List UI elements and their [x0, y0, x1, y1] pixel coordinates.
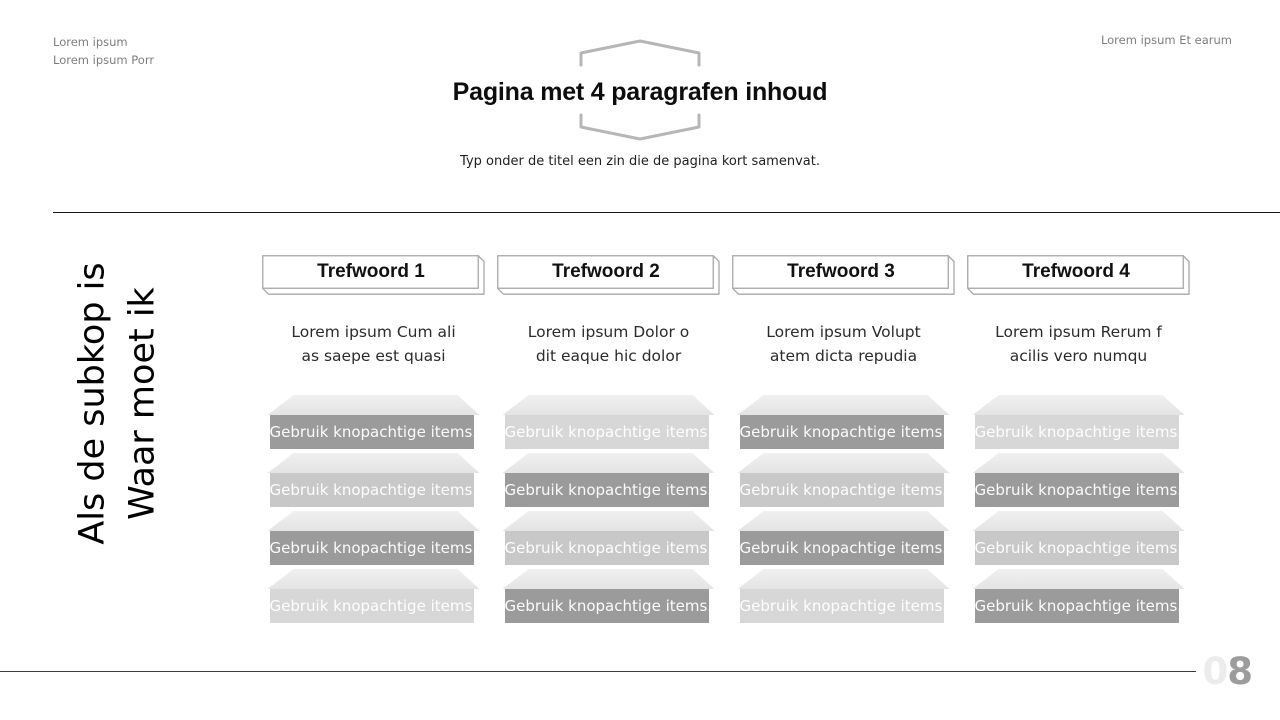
item-top-face — [502, 569, 715, 589]
item-button[interactable]: Gebruik knopachtige items. — [739, 473, 944, 507]
button-item: Gebruik knopachtige items. — [267, 569, 480, 623]
column-2: Trefwoord 2 Lorem ipsum Dolor o dit eaqu… — [491, 255, 726, 627]
keyword-tab-4[interactable]: Trefwoord 4 — [967, 255, 1190, 296]
item-top-face — [737, 453, 950, 473]
content-columns: Trefwoord 1 Lorem ipsum Cum ali as saepe… — [256, 255, 1196, 627]
page-number-faded-digit: 0 — [1202, 650, 1229, 693]
keyword-tab-1[interactable]: Trefwoord 1 — [262, 255, 485, 296]
side-heading-line: Waar moet ik — [122, 287, 163, 520]
button-item: Gebruik knopachtige items. — [267, 511, 480, 565]
item-top-face — [267, 511, 480, 531]
hexagon-ornament — [578, 38, 702, 146]
item-top-face — [972, 453, 1185, 473]
button-item: Gebruik knopachtige items. — [737, 569, 950, 623]
button-item: Gebruik knopachtige items. — [972, 569, 1185, 623]
slide-meta-top-right: Lorem ipsum Et earum — [1101, 33, 1232, 47]
page-title: Pagina met 4 paragrafen inhoud — [452, 78, 828, 106]
button-item: Gebruik knopachtige items. — [267, 453, 480, 507]
keyword-tab-outline-icon — [732, 255, 955, 295]
button-item: Gebruik knopachtige items. — [502, 395, 715, 449]
column-1: Trefwoord 1 Lorem ipsum Cum ali as saepe… — [256, 255, 491, 627]
button-item: Gebruik knopachtige items. — [267, 395, 480, 449]
item-top-face — [737, 511, 950, 531]
column-description: Lorem ipsum Rerum f acilis vero numqu — [995, 323, 1162, 365]
column-description: Lorem ipsum Dolor o dit eaque hic dolor — [527, 323, 690, 365]
item-stack: Gebruik knopachtige items. Gebruik knopa… — [726, 395, 961, 623]
top-divider — [53, 212, 1280, 213]
side-heading-line: Als de subkop is — [72, 262, 113, 545]
button-item: Gebruik knopachtige items. — [972, 511, 1185, 565]
keyword-label: Trefwoord 3 — [787, 261, 895, 282]
item-top-face — [267, 395, 480, 415]
column-description: Lorem ipsum Cum ali as saepe est quasi — [291, 323, 456, 365]
button-item: Gebruik knopachtige items. — [502, 453, 715, 507]
keyword-tab-outline-icon — [967, 255, 1190, 295]
keyword-tab-2[interactable]: Trefwoord 2 — [497, 255, 720, 296]
item-button[interactable]: Gebruik knopachtige items. — [974, 415, 1179, 449]
keyword-label: Trefwoord 2 — [552, 261, 660, 282]
bottom-divider — [0, 671, 1196, 672]
keyword-tab-outline-icon — [497, 255, 720, 295]
keyword-label: Trefwoord 1 — [317, 261, 425, 282]
item-top-face — [737, 395, 950, 415]
meta-line: Lorem ipsum — [53, 35, 128, 49]
hexagon-outline-icon — [579, 39, 701, 141]
item-button[interactable]: Gebruik knopachtige items. — [974, 589, 1179, 623]
keyword-label: Trefwoord 4 — [1022, 261, 1130, 282]
button-item: Gebruik knopachtige items. — [502, 569, 715, 623]
item-top-face — [972, 569, 1185, 589]
column-4: Trefwoord 4 Lorem ipsum Rerum f acilis v… — [961, 255, 1196, 627]
item-top-face — [737, 569, 950, 589]
button-item: Gebruik knopachtige items. — [972, 453, 1185, 507]
item-top-face — [972, 395, 1185, 415]
item-top-face — [972, 511, 1185, 531]
item-button[interactable]: Gebruik knopachtige items. — [504, 473, 709, 507]
item-button[interactable]: Gebruik knopachtige items. — [504, 589, 709, 623]
item-button[interactable]: Gebruik knopachtige items. — [269, 589, 474, 623]
button-item: Gebruik knopachtige items. — [737, 395, 950, 449]
item-button[interactable]: Gebruik knopachtige items. — [269, 415, 474, 449]
item-top-face — [267, 569, 480, 589]
meta-line: Lorem ipsum Et earum — [1100, 33, 1232, 47]
page-number: 08 — [1203, 650, 1253, 693]
keyword-tab-outline-icon — [262, 255, 485, 295]
item-top-face — [267, 453, 480, 473]
item-button[interactable]: Gebruik knopachtige items. — [974, 473, 1179, 507]
item-top-face — [502, 511, 715, 531]
item-button[interactable]: Gebruik knopachtige items. — [504, 415, 709, 449]
item-stack: Gebruik knopachtige items. Gebruik knopa… — [491, 395, 726, 623]
item-button[interactable]: Gebruik knopachtige items. — [739, 415, 944, 449]
page-number-digit: 8 — [1227, 650, 1253, 693]
button-item: Gebruik knopachtige items. — [737, 453, 950, 507]
item-button[interactable]: Gebruik knopachtige items. — [739, 531, 944, 565]
button-item: Gebruik knopachtige items. — [737, 511, 950, 565]
keyword-tab-3[interactable]: Trefwoord 3 — [732, 255, 955, 296]
side-heading: Als de subkop is Waar moet ik — [68, 234, 173, 574]
item-button[interactable]: Gebruik knopachtige items. — [504, 531, 709, 565]
meta-line: Lorem ipsum Porr — [53, 53, 155, 67]
button-item: Gebruik knopachtige items. — [972, 395, 1185, 449]
button-item: Gebruik knopachtige items. — [502, 511, 715, 565]
item-stack: Gebruik knopachtige items. Gebruik knopa… — [256, 395, 491, 623]
item-top-face — [502, 395, 715, 415]
item-stack: Gebruik knopachtige items. Gebruik knopa… — [961, 395, 1196, 623]
item-top-face — [502, 453, 715, 473]
column-description: Lorem ipsum Volupt atem dicta repudia — [766, 323, 921, 365]
item-button[interactable]: Gebruik knopachtige items. — [269, 473, 474, 507]
item-button[interactable]: Gebruik knopachtige items. — [269, 531, 474, 565]
column-3: Trefwoord 3 Lorem ipsum Volupt atem dict… — [726, 255, 961, 627]
page-subtitle: Typ onder de titel een zin die de pagina… — [460, 154, 820, 169]
item-button[interactable]: Gebruik knopachtige items. — [739, 589, 944, 623]
item-button[interactable]: Gebruik knopachtige items. — [974, 531, 1179, 565]
slide-meta-top-left: Lorem ipsum Lorem ipsum Porr — [53, 33, 154, 69]
